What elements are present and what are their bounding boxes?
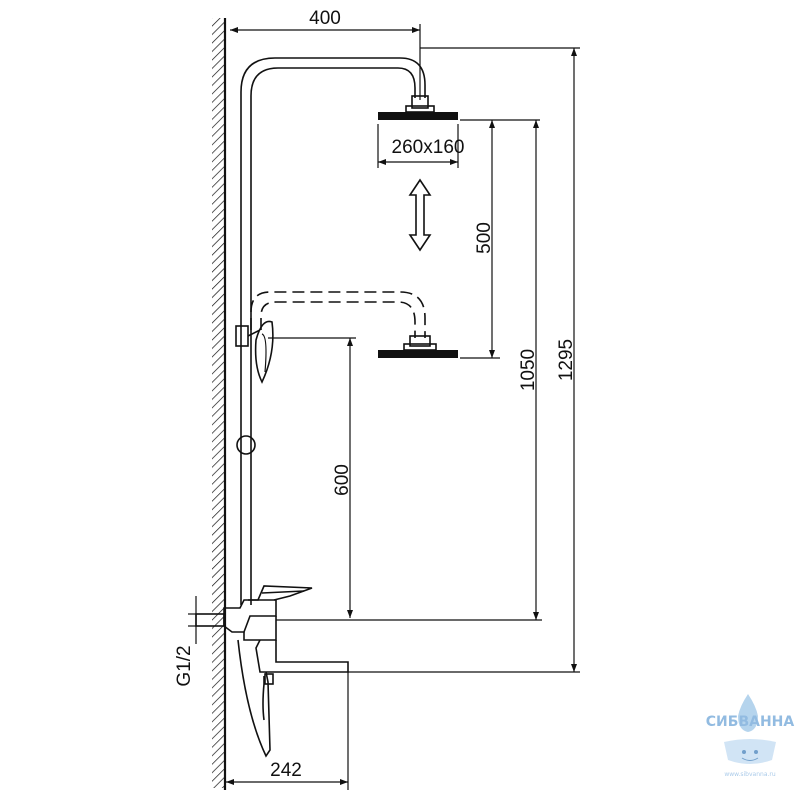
watermark-brand: СИБВАННА bbox=[706, 714, 795, 730]
dim-top-width-label: 400 bbox=[309, 8, 341, 29]
dim-hand-height: 600 bbox=[268, 338, 356, 618]
mixer-body bbox=[224, 586, 348, 672]
shower-hose bbox=[238, 640, 273, 756]
lower-arm-position bbox=[251, 292, 458, 358]
wall bbox=[212, 18, 225, 790]
dim-mid-height: 1050 bbox=[518, 120, 539, 620]
dim-head-size-label: 260x160 bbox=[392, 137, 465, 158]
dim-inlet-label: G1/2 bbox=[174, 645, 195, 686]
watermark-url: www.sibvanna.ru bbox=[724, 771, 776, 778]
dim-top-width: 400 bbox=[230, 8, 420, 100]
dim-spout-label: 242 bbox=[270, 760, 302, 781]
dim-slide-travel: 500 bbox=[460, 120, 540, 358]
dim-mid-height-label: 1050 bbox=[518, 349, 539, 391]
dim-slide-travel-label: 500 bbox=[474, 222, 495, 254]
dim-spout: 242 bbox=[226, 672, 348, 790]
slider-knob bbox=[237, 436, 255, 454]
overhead-shower-head bbox=[378, 96, 458, 120]
slide-arrow-icon bbox=[410, 180, 430, 250]
watermark: СИБВАННА www.sibvanna.ru bbox=[706, 694, 795, 778]
dim-hand-height-label: 600 bbox=[332, 464, 353, 496]
dim-head-size: 260x160 bbox=[378, 124, 464, 168]
dim-inlet: G1/2 bbox=[174, 645, 195, 686]
dim-total-height-label: 1295 bbox=[556, 339, 577, 381]
